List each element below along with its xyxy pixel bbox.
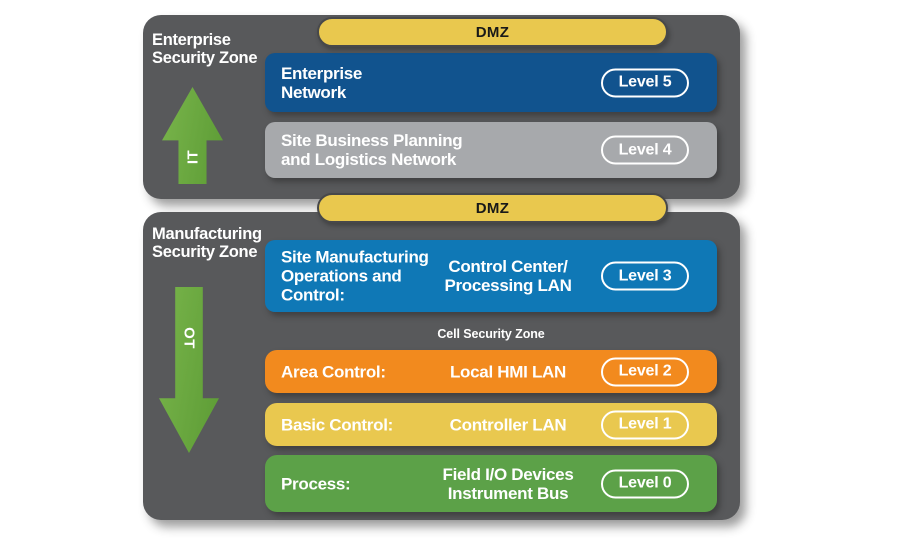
site-manufacturing-title-line1: Site Manufacturing bbox=[281, 247, 429, 267]
manufacturing-zone-title-line2: Security Zone bbox=[152, 243, 258, 262]
enterprise-zone-title-line1: Enterprise bbox=[152, 31, 231, 49]
level-0-badge: Level 0 bbox=[601, 469, 689, 498]
dmz-pill-enterprise: DMZ bbox=[317, 17, 668, 47]
dmz-pill-manufacturing: DMZ bbox=[317, 193, 668, 223]
enterprise-zone-title: Enterprise Security Zone bbox=[152, 31, 258, 68]
manufacturing-zone-title: Manufacturing Security Zone bbox=[152, 225, 262, 261]
site-business-planning-title-line1: Site Business Planning bbox=[281, 130, 463, 150]
manufacturing-zone-title-line1: Manufacturing bbox=[152, 225, 262, 243]
controller-lan-label: Controller LAN bbox=[449, 414, 567, 434]
control-center-lan-line2: Processing LAN bbox=[444, 276, 572, 295]
enterprise-network-title-line1: Enterprise bbox=[281, 63, 363, 83]
basic-control-bar: Basic Control: Controller LAN Level 1 bbox=[265, 403, 717, 446]
down-arrow-icon bbox=[159, 287, 219, 453]
it-arrow-label: IT bbox=[184, 149, 201, 164]
site-business-planning-bar: Site Business Planning and Logistics Net… bbox=[265, 122, 717, 178]
field-io-devices-line2: Instrument Bus bbox=[447, 483, 569, 503]
site-manufacturing-operations-bar: Site Manufacturing Operations and Contro… bbox=[265, 240, 717, 312]
process-title: Process: bbox=[281, 473, 351, 493]
level-2-badge: Level 2 bbox=[601, 357, 689, 386]
level-5-badge: Level 5 bbox=[601, 68, 689, 97]
level-1-badge: Level 1 bbox=[601, 410, 689, 439]
control-center-lan-label: Control Center/ Processing LAN bbox=[433, 257, 583, 295]
field-io-devices-label: Field I/O Devices Instrument Bus bbox=[433, 464, 583, 502]
site-manufacturing-operations-title: Site Manufacturing Operations and Contro… bbox=[281, 247, 429, 304]
cell-security-zone-label: Cell Security Zone bbox=[437, 327, 545, 341]
level-3-badge: Level 3 bbox=[601, 261, 689, 291]
area-control-title: Area Control: bbox=[281, 361, 386, 381]
ot-arrow-label: OT bbox=[180, 327, 198, 350]
site-business-planning-title: Site Business Planning and Logistics Net… bbox=[281, 130, 463, 169]
enterprise-network-title: Enterprise Network bbox=[281, 63, 362, 101]
site-business-planning-title-line2: and Logistics Network bbox=[281, 150, 457, 169]
area-control-bar: Area Control: Local HMI LAN Level 2 bbox=[265, 350, 717, 393]
enterprise-zone-title-line2: Security Zone bbox=[152, 49, 258, 68]
control-center-lan-line1: Control Center/ bbox=[448, 256, 568, 276]
field-io-devices-line1: Field I/O Devices bbox=[442, 464, 574, 484]
it-arrow: IT bbox=[162, 87, 223, 184]
basic-control-title: Basic Control: bbox=[281, 414, 393, 434]
manufacturing-security-zone: Manufacturing Security Zone OT Site Manu… bbox=[143, 212, 740, 520]
site-manufacturing-title-line2: Operations and bbox=[281, 266, 402, 286]
enterprise-network-title-line2: Network bbox=[281, 82, 346, 102]
site-manufacturing-title-line3: Control: bbox=[281, 285, 345, 305]
local-hmi-lan-label: Local HMI LAN bbox=[449, 361, 567, 381]
up-arrow-icon bbox=[162, 87, 223, 184]
level-4-badge: Level 4 bbox=[601, 135, 689, 165]
ot-arrow: OT bbox=[159, 287, 219, 453]
process-bar: Process: Field I/O Devices Instrument Bu… bbox=[265, 455, 717, 512]
enterprise-network-bar: Enterprise Network Level 5 bbox=[265, 53, 717, 112]
